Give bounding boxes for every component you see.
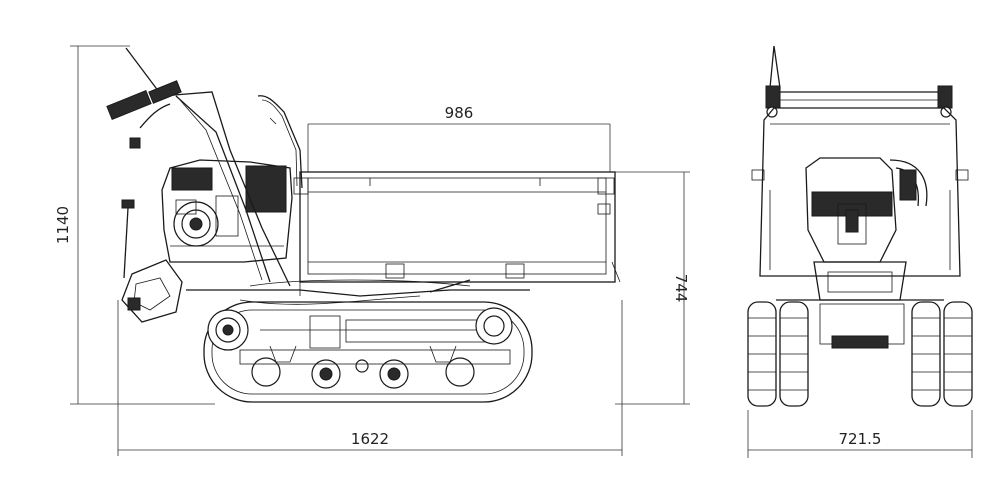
front-chassis — [776, 261, 944, 349]
dump-bed — [293, 171, 621, 296]
engine — [161, 159, 293, 263]
crawler-track — [203, 301, 533, 403]
bed-height-label: 744 — [672, 274, 690, 303]
dimension-overall-width: 721.5 — [747, 410, 973, 458]
side-view: 1140 986 744 1622 — [54, 45, 690, 456]
overall-width-label: 721.5 — [839, 430, 882, 448]
control-lever — [121, 199, 183, 323]
dimension-bed-height: 744 — [615, 171, 690, 405]
overall-height-label: 1140 — [54, 206, 72, 244]
overall-length-label: 1622 — [351, 430, 389, 448]
front-handlebar — [765, 85, 953, 118]
front-track-left — [747, 301, 809, 407]
handlebar — [106, 47, 291, 287]
front-engine — [805, 157, 928, 263]
dimension-bed-length: 986 — [307, 104, 611, 172]
front-view: 721.5 — [747, 45, 973, 458]
frame — [186, 279, 530, 349]
front-bed — [751, 107, 969, 277]
front-track-right — [911, 301, 973, 407]
bed-support-arm — [257, 95, 303, 189]
bed-length-label: 986 — [445, 104, 474, 122]
dimension-overall-length: 1622 — [117, 300, 623, 456]
dimension-overall-height: 1140 — [54, 45, 215, 405]
